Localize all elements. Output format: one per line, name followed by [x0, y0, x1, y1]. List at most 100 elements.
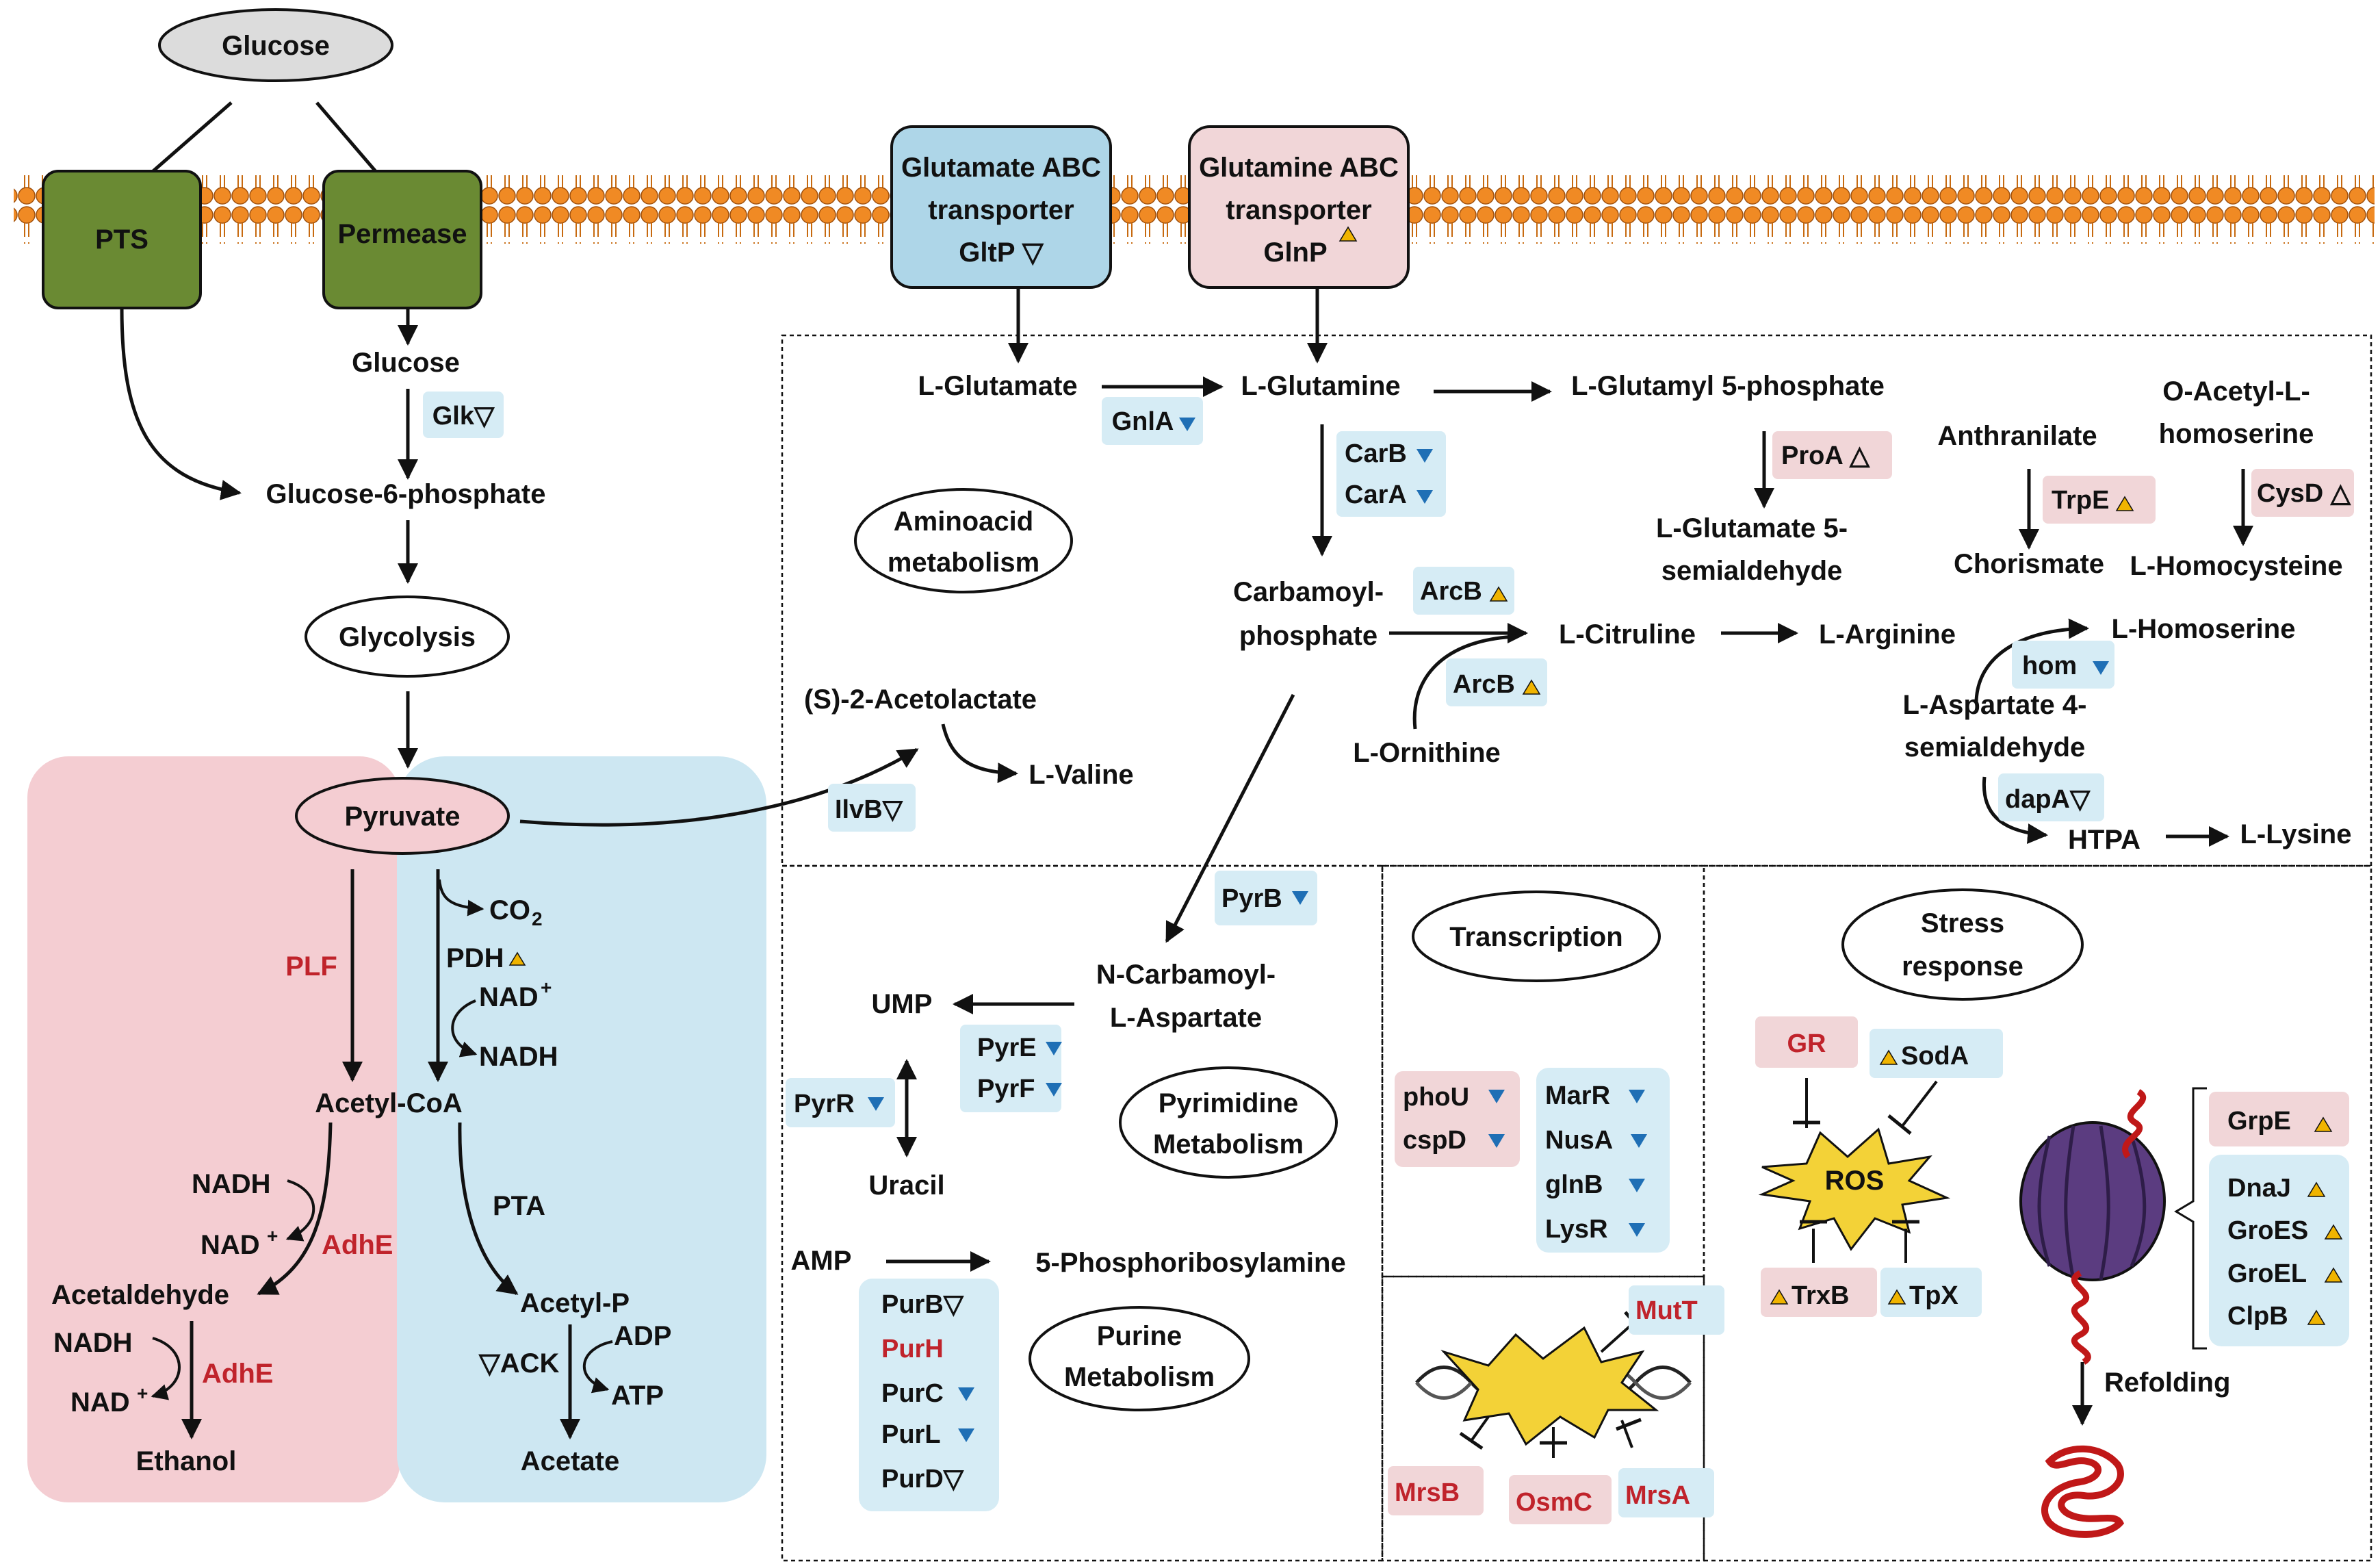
arrow-adp-atp	[582, 1340, 613, 1394]
purine-enzyme-box	[859, 1279, 999, 1511]
l-homoserine-label: L-Homoserine	[2112, 614, 2296, 644]
up-triangle-icon	[2324, 1224, 2343, 1240]
purd-label: PurD▽	[881, 1465, 965, 1494]
l-aspartate-line-2: semialdehyde	[1904, 732, 2086, 762]
acetyl-p-label: Acetyl-P	[520, 1288, 630, 1318]
plus-superscript: +	[137, 1383, 148, 1404]
permease-transporter	[322, 170, 482, 309]
pdh-label: PDH	[446, 943, 504, 973]
refolding-label: Refolding	[2104, 1368, 2230, 1398]
ilvb-enzyme-box	[828, 784, 916, 832]
l-valine-label: L-Valine	[1029, 760, 1133, 790]
aminoacid-title-2: metabolism	[888, 548, 1039, 578]
ack-label: ▽ACK	[478, 1348, 560, 1379]
l-aspartate-line-1: L-Aspartate 4-	[1903, 690, 2087, 720]
trxb-label: TrxB	[1792, 1281, 1849, 1310]
acetyl-coa-label: Acetyl-CoA	[315, 1088, 463, 1118]
trxb-enzyme-box	[1761, 1268, 1877, 1317]
down-triangle-icon	[1046, 1042, 1062, 1055]
nadh-2-label: NADH	[53, 1328, 133, 1358]
car-enzyme-box	[1336, 431, 1446, 517]
proa-label: ProA △	[1781, 441, 1871, 470]
down-triangle-icon	[1631, 1134, 1647, 1148]
down-triangle-icon	[1417, 490, 1433, 504]
l-homocysteine-label: L-Homocysteine	[2130, 551, 2342, 581]
up-triangle-icon	[1522, 679, 1541, 695]
adhe-2-label: AdhE	[202, 1359, 273, 1389]
proa-enzyme-box	[1772, 431, 1892, 479]
permease-label: Permease	[337, 219, 467, 249]
glnp-line-2: transporter	[1226, 195, 1371, 225]
aminoacid-title-1: Aminoacid	[894, 507, 1033, 537]
gltp-line-2: transporter	[928, 195, 1074, 225]
l-glutamate-label: L-Glutamate	[918, 371, 1077, 401]
stress-panel	[1703, 864, 2372, 1562]
plf-label: PLF	[285, 951, 337, 982]
pyrf-label: PyrF	[977, 1075, 1035, 1103]
glna-enzyme-box	[1102, 397, 1203, 445]
inhibition-bar	[1616, 1418, 1642, 1431]
gltp-line-3: GltP ▽	[959, 238, 1044, 268]
cysd-label: CysD △	[2257, 479, 2352, 508]
chaperone-bracket	[2174, 1087, 2207, 1350]
marr-label: MarR	[1545, 1081, 1610, 1110]
purc-label: PurC	[881, 1379, 944, 1408]
purl-label: PurL	[881, 1420, 941, 1449]
up-triangle-icon	[2324, 1267, 2343, 1283]
purb-label: PurB▽	[881, 1290, 965, 1319]
up-triangle-icon	[1489, 586, 1508, 602]
pyrr-label: PyrR	[794, 1090, 855, 1118]
glnp-line-1: Glutamine ABC	[1199, 153, 1399, 183]
ros-label: ROS	[1825, 1166, 1885, 1196]
arrow-carbamoyl-ncarbamoyl	[1165, 693, 1295, 943]
purh-label: PurH	[881, 1335, 944, 1363]
unfolded-protein-icon	[2122, 1089, 2147, 1159]
inhibition-bar	[1459, 1431, 1484, 1450]
nusa-label: NusA	[1545, 1126, 1613, 1155]
down-triangle-icon	[1629, 1179, 1645, 1192]
l-glutamine-label: L-Glutamine	[1241, 371, 1400, 401]
inhibition-line	[1901, 1080, 1938, 1127]
pyrimidine-metabolism-node	[1119, 1066, 1338, 1179]
transcription-node	[1412, 890, 1661, 982]
unfolded-protein-tail-icon	[2071, 1270, 2091, 1365]
pyre-label: PyrE	[977, 1034, 1037, 1062]
pyref-enzyme-box	[960, 1025, 1061, 1112]
o-acetyl-line-1: O-Acetyl-L-	[2162, 376, 2310, 407]
phou-label: phoU	[1403, 1083, 1469, 1112]
down-triangle-icon	[1488, 1090, 1505, 1103]
pyrb-label: PyrB	[1221, 884, 1282, 913]
adhe-1-label: AdhE	[322, 1230, 393, 1260]
pyruvate-label: Pyruvate	[345, 802, 461, 832]
pts-label: PTS	[95, 225, 148, 255]
carb-label: CarB	[1345, 439, 1407, 468]
dapa-enzyme-box	[1998, 773, 2104, 821]
grpe-label: GrpE	[2227, 1107, 2291, 1136]
up-triangle-icon	[2314, 1116, 2333, 1132]
up-triangle-icon	[2307, 1309, 2326, 1325]
up-triangle-icon	[1338, 226, 1358, 242]
pyrimidine-title-2: Metabolism	[1153, 1129, 1304, 1159]
arrow-aspartate-homoserine	[1974, 618, 2089, 702]
fermentation-region	[27, 756, 400, 1502]
arcb-2-enzyme-box	[1446, 658, 1547, 706]
arrow-nadh-nad-2	[151, 1337, 181, 1400]
glucose-external-label: Glucose	[222, 31, 330, 61]
glutamate-abc-transporter	[890, 125, 1112, 289]
glk-enzyme-box	[423, 392, 504, 438]
arrow-co2	[438, 879, 484, 916]
amp-label: AMP	[791, 1246, 852, 1276]
plus-superscript: +	[267, 1225, 278, 1246]
co2-label: CO	[489, 895, 530, 925]
pyrimidine-title-1: Pyrimidine	[1159, 1088, 1299, 1118]
up-triangle-icon	[2115, 496, 2134, 511]
down-triangle-icon	[1292, 891, 1308, 905]
mrsb-enzyme-box	[1388, 1466, 1484, 1515]
glutamine-abc-transporter	[1188, 125, 1410, 289]
glucose-external-node	[158, 8, 393, 82]
down-triangle-icon	[1629, 1090, 1645, 1103]
l-ornithine-label: L-Ornithine	[1353, 738, 1501, 768]
arrow-ornithine-citruline	[1412, 634, 1516, 730]
inhibition-bar	[1887, 1114, 1912, 1135]
